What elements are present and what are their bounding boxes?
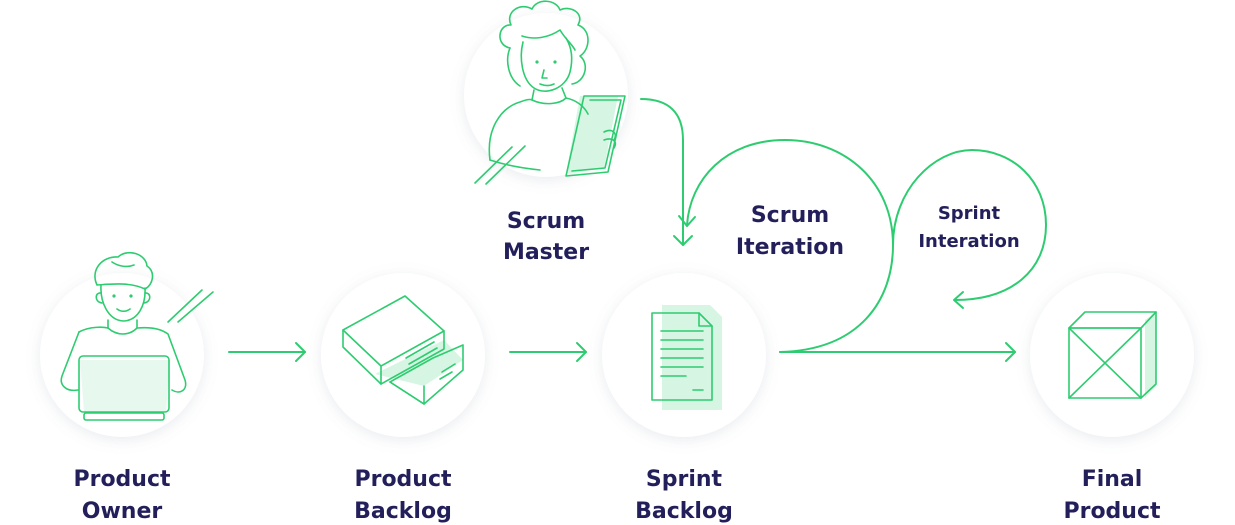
- product-owner-label-line2: Owner: [82, 499, 163, 524]
- sprint-backlog-label-line1: Sprint: [646, 467, 723, 492]
- scrum-iteration-label-line2: Iteration: [736, 235, 844, 260]
- product-backlog-label-line1: Product: [354, 467, 452, 492]
- product-owner-label: Product Owner: [73, 467, 171, 524]
- scrum-iteration-loop: [678, 139, 894, 353]
- scrum-iteration-label: Scrum Iteration: [736, 203, 844, 260]
- scrum-iteration-label-line1: Scrum: [751, 203, 829, 228]
- final-product-label-line2: Product: [1063, 499, 1161, 524]
- scrum-master-label-line2: Master: [503, 240, 589, 265]
- sprint-iteration-label: Sprint Interation: [918, 203, 1019, 252]
- document-icon: [651, 305, 722, 410]
- sprint-backlog-label-line2: Backlog: [635, 499, 733, 524]
- scrum-master-illustration: [474, 0, 626, 185]
- product-backlog-label: Product Backlog: [354, 467, 452, 524]
- final-product-label: Final Product: [1063, 467, 1161, 524]
- final-product-label-line1: Final: [1082, 467, 1143, 492]
- books-illustration: [342, 295, 464, 405]
- arrow-sprint-backlog-to-final-product: [779, 342, 1016, 362]
- sprint-iteration-loop: [892, 149, 1047, 309]
- product-owner-illustration: [60, 251, 214, 421]
- sprint-iteration-label-line2: Interation: [918, 231, 1019, 252]
- sprint-iteration-label-line1: Sprint: [938, 203, 1001, 224]
- product-owner-label-line1: Product: [73, 467, 171, 492]
- arrow-product-backlog-to-sprint-backlog: [509, 342, 587, 362]
- box-icon: [1068, 311, 1157, 399]
- scrum-master-label-line1: Scrum: [507, 209, 585, 234]
- final-product-circle: [1030, 273, 1194, 437]
- product-backlog-circle: [321, 273, 485, 437]
- arrow-scrum-master-to-sprint-backlog: [640, 98, 693, 246]
- scrum-master-label: Scrum Master: [503, 209, 589, 265]
- arrow-owner-to-product-backlog: [228, 342, 306, 362]
- product-backlog-label-line2: Backlog: [354, 499, 452, 524]
- sprint-backlog-label: Sprint Backlog: [635, 467, 733, 524]
